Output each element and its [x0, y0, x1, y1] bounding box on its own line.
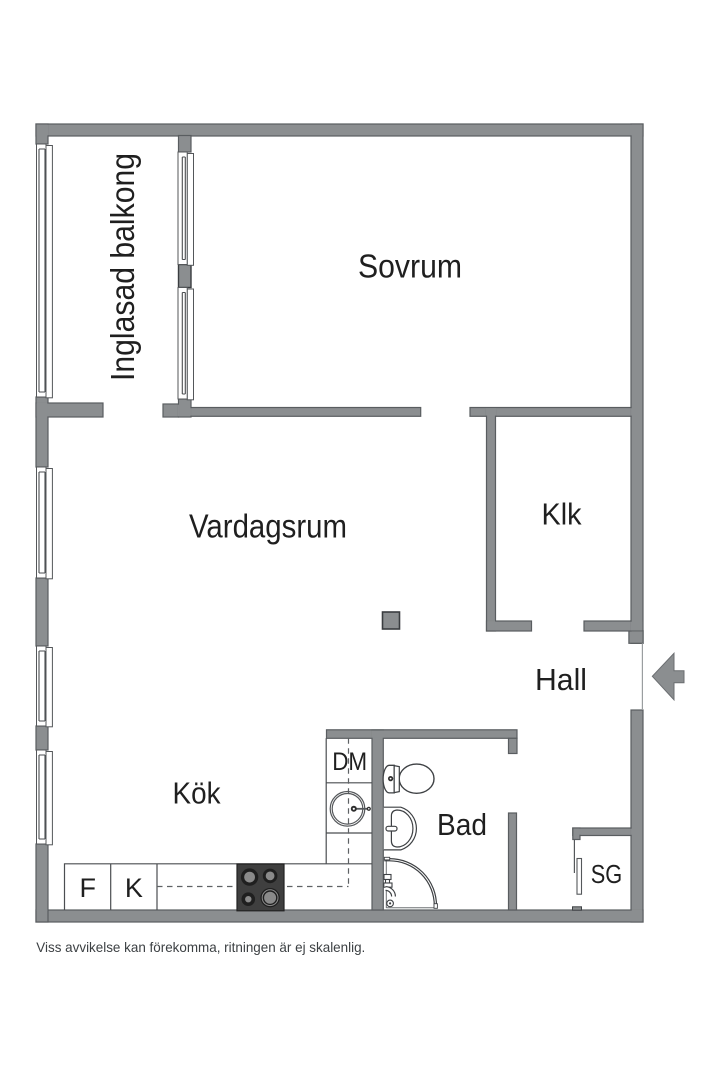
svg-text:Bad: Bad	[437, 807, 487, 842]
svg-text:Hall: Hall	[535, 662, 587, 697]
svg-text:Kök: Kök	[173, 775, 221, 810]
svg-text:Vardagsrum: Vardagsrum	[189, 508, 347, 545]
svg-text:Viss avvikelse kan förekomma,: Viss avvikelse kan förekomma, ritningen …	[36, 939, 365, 955]
svg-text:SG: SG	[591, 859, 623, 889]
svg-text:K: K	[125, 873, 143, 903]
svg-text:Klk: Klk	[542, 497, 582, 532]
svg-text:Inglasad balkong: Inglasad balkong	[104, 153, 141, 381]
svg-text:Sovrum: Sovrum	[358, 248, 462, 285]
svg-text:F: F	[80, 873, 97, 903]
svg-text:DM: DM	[332, 748, 367, 776]
